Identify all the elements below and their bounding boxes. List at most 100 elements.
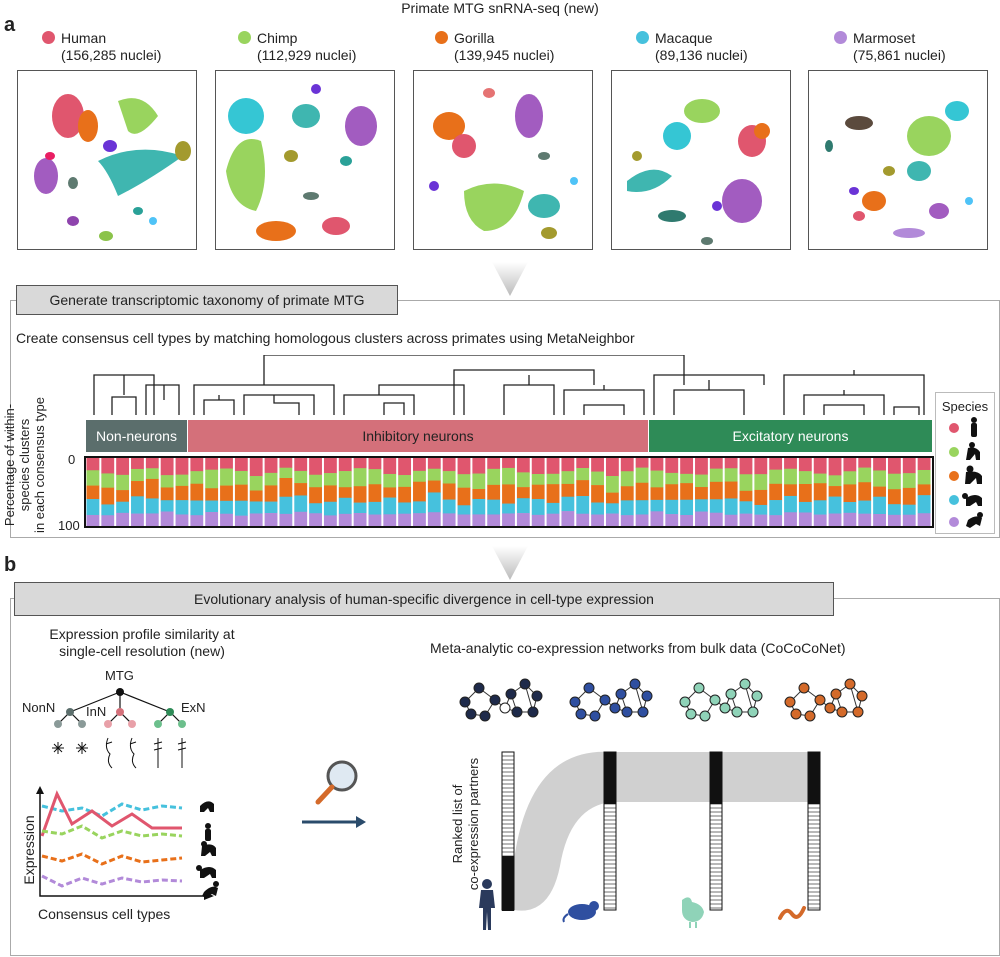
stacked-bar-segment bbox=[353, 468, 367, 487]
umap-human-clusters bbox=[34, 94, 191, 241]
stacked-bar-segment bbox=[427, 458, 441, 470]
stacked-bar-segment bbox=[813, 514, 827, 526]
stacked-bar-segment bbox=[413, 501, 426, 514]
y-label-line: Percentage of within- bbox=[2, 403, 17, 527]
stacked-bar-segment bbox=[368, 501, 382, 515]
stacked-bar-segment bbox=[131, 496, 144, 514]
stacked-bar-segment bbox=[353, 513, 367, 526]
stacked-bar-segment bbox=[116, 512, 130, 526]
ranked-list-highlight bbox=[808, 752, 820, 804]
stacked-bar-segment bbox=[368, 469, 382, 485]
tree-inn-label: InN bbox=[86, 704, 107, 719]
network-node bbox=[609, 702, 621, 714]
stacked-bar-segment bbox=[516, 513, 530, 526]
stacked-bar-segment bbox=[887, 504, 901, 516]
stacked-bar-segment bbox=[516, 458, 530, 473]
stacked-bar-segment bbox=[531, 514, 545, 526]
stacked-bar-segment bbox=[398, 502, 412, 515]
tree-exn-label: ExN bbox=[181, 700, 206, 715]
stacked-bar-segment bbox=[175, 514, 189, 526]
stacked-bar-segment bbox=[709, 458, 723, 469]
stacked-bar-segment bbox=[116, 490, 130, 503]
stacked-bar-segment bbox=[427, 480, 441, 493]
stacked-bar-segment bbox=[309, 513, 322, 526]
umap-chimp-clusters bbox=[226, 84, 377, 241]
stacked-bar-segment bbox=[769, 515, 783, 526]
stacked-bar-segment bbox=[754, 514, 768, 526]
stacked-bar-segment bbox=[220, 458, 233, 469]
stacked-bar-segment bbox=[591, 485, 604, 503]
stacked-bar-segment bbox=[531, 484, 545, 500]
ranked-lists bbox=[501, 751, 821, 911]
species-name: Chimp bbox=[257, 30, 298, 46]
stacked-bar-segment bbox=[754, 504, 768, 515]
stacked-bar-segment bbox=[294, 470, 308, 484]
species-label-gorilla: Gorilla (139,945 nuclei) bbox=[435, 30, 554, 64]
stacked-bar-segment bbox=[353, 458, 367, 469]
network-node bbox=[679, 696, 691, 708]
left-title: Expression profile similarity at single-… bbox=[22, 626, 262, 660]
stacked-bar-segment bbox=[665, 484, 679, 501]
stacked-bar-segment bbox=[398, 458, 412, 476]
stacked-bar-segment bbox=[739, 513, 753, 526]
stacked-bar-segment bbox=[487, 458, 501, 470]
stacked-bar-segment bbox=[472, 473, 486, 490]
stacked-bar-segment bbox=[873, 458, 886, 471]
stacked-bar-segment bbox=[665, 499, 679, 515]
stacked-bar-segment bbox=[784, 512, 797, 526]
stacked-bar-segment bbox=[531, 473, 545, 486]
stacked-bar-segment bbox=[635, 458, 649, 468]
stacked-bar-segment bbox=[887, 514, 901, 526]
stacked-bar-segment bbox=[145, 498, 159, 514]
expression-y-label: Expression bbox=[21, 815, 37, 885]
tree-root-label: MTG bbox=[105, 668, 134, 683]
species-count: (139,945 nuclei) bbox=[454, 47, 555, 63]
stacked-bar-segment bbox=[680, 483, 694, 501]
stacked-bar-segment bbox=[472, 514, 486, 526]
stacked-bar-segment bbox=[234, 470, 248, 485]
stacked-bar-segment bbox=[650, 458, 664, 471]
stacked-bar-segment bbox=[873, 470, 886, 487]
stacked-bar-segment bbox=[769, 458, 783, 470]
stacked-bar-segment bbox=[724, 468, 738, 482]
stacked-bar-segment bbox=[769, 483, 783, 501]
stacked-bar-segment bbox=[828, 496, 842, 514]
network-node bbox=[527, 706, 539, 718]
panel-a-title: Primate MTG snRNA-seq (new) bbox=[401, 0, 599, 16]
stacked-bar-segment bbox=[279, 467, 293, 479]
stacked-bar-segment bbox=[442, 513, 456, 526]
network-node bbox=[519, 678, 531, 690]
stacked-bar-segment bbox=[338, 513, 352, 526]
stacked-bar-segment bbox=[249, 513, 263, 526]
network-node bbox=[699, 710, 711, 722]
stacked-bar-segment bbox=[724, 498, 738, 516]
stacked-bar-segment bbox=[605, 503, 619, 514]
stacked-bar-segment bbox=[472, 458, 486, 474]
network-node bbox=[505, 688, 517, 700]
stacked-bar-segment bbox=[234, 500, 248, 516]
stacked-bar-segment bbox=[145, 513, 159, 526]
stacked-bar-segment bbox=[650, 499, 664, 512]
species-name: Marmoset bbox=[853, 30, 916, 46]
network-node bbox=[824, 702, 836, 714]
network-node bbox=[465, 708, 477, 720]
stacked-bar-segment bbox=[695, 511, 708, 526]
stacked-bar-segment bbox=[576, 480, 590, 497]
stacked-bar-segment bbox=[858, 482, 872, 501]
network-node bbox=[814, 694, 826, 706]
stacked-bar-segment bbox=[561, 483, 575, 498]
down-arrow-icon bbox=[492, 262, 528, 296]
stacked-bar-segment bbox=[709, 499, 723, 514]
stacked-bar-segment bbox=[724, 458, 738, 469]
stacked-bar-segment bbox=[323, 501, 337, 516]
stacked-bar-segment bbox=[695, 487, 708, 500]
umap-marmoset-clusters bbox=[825, 101, 973, 238]
network-node bbox=[473, 682, 485, 694]
stacked-bar-segment bbox=[784, 495, 797, 513]
stacked-bar-segment bbox=[709, 468, 723, 483]
stacked-bar-segment bbox=[531, 458, 545, 475]
network-node bbox=[583, 682, 595, 694]
stacked-bar-segment bbox=[427, 512, 441, 526]
left-title-line: Expression profile similarity at bbox=[49, 626, 235, 642]
stacked-bar-segment bbox=[457, 514, 471, 526]
